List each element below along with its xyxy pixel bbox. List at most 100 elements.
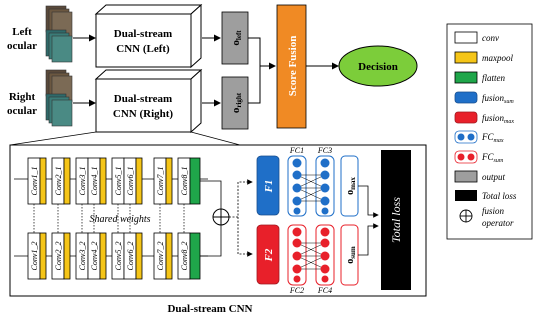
conv-block: Conv7_2 — [153, 232, 173, 280]
legend-label: fusion — [482, 206, 505, 216]
left-ocular-label-1: Left — [12, 26, 32, 38]
fc-max-layers — [287, 155, 335, 217]
legend-item-maxpool: maxpool — [454, 51, 513, 64]
conv-label: Conv4_2 — [90, 242, 99, 271]
legend-sub: max — [494, 138, 504, 144]
fc1-label: FC1 — [289, 146, 304, 155]
conv-label: Conv4_1 — [90, 167, 99, 196]
o-sum-box: osum — [340, 224, 359, 286]
o-max-main: o — [345, 190, 356, 195]
total-loss-box: Total loss — [381, 150, 411, 290]
conv-label: Conv7_1 — [156, 167, 165, 196]
conv-block: Conv8_2 — [177, 232, 201, 280]
stream-right-label-1: Dual-stream — [114, 93, 172, 105]
conv-block: Conv1_1 — [27, 157, 47, 205]
fc2-label: FC2 — [289, 286, 304, 295]
conv-block: Conv3_1 Conv4_1 — [75, 157, 107, 205]
legend-label: conv — [482, 33, 499, 43]
legend-item-fusion-operator: fusion operator — [459, 206, 514, 228]
legend-item-fusion-max: fusionmax — [454, 111, 514, 125]
decision-node: Decision — [338, 45, 418, 87]
legend-item-fc-max: FCmax — [454, 130, 504, 144]
output-right-label: oright — [230, 92, 243, 113]
conv-label: Conv6_2 — [126, 242, 135, 271]
stream-left-label-2: CNN (Left) — [116, 43, 170, 55]
conv-label: Conv7_2 — [156, 242, 165, 271]
conv-block: Conv8_1 — [177, 157, 201, 205]
right-ocular-label-2: ocular — [7, 105, 37, 117]
legend-item-total-loss: Total loss — [455, 190, 517, 201]
score-fusion-box: Score Fusion — [276, 4, 307, 129]
top-to-operator — [200, 180, 222, 209]
shared-weights-links — [33, 204, 185, 233]
o-max-label: omax — [345, 177, 357, 195]
legend-item-fusion-sum: fusionsum — [454, 91, 514, 105]
zoom-line-left — [9, 131, 97, 146]
o-sum-main: o — [345, 259, 356, 264]
o-max-box: omax — [340, 155, 359, 217]
conv-label: Conv3_1 — [78, 167, 87, 196]
legend-item-conv: conv — [454, 31, 499, 44]
omax-to-loss — [358, 185, 379, 218]
operator-branches — [229, 179, 253, 257]
output-right-box: oright — [221, 76, 249, 130]
osum-to-loss — [358, 223, 379, 256]
right-ocular-image-stack — [45, 69, 73, 127]
legend-main: FC — [481, 152, 494, 162]
f1-label: F1 — [263, 180, 275, 194]
legend-item-output: output — [454, 170, 506, 183]
fusion-operator-icon — [212, 208, 230, 226]
stream-left-label-1: Dual-stream — [114, 28, 172, 40]
legend-label: Total loss — [482, 191, 517, 201]
left-ocular-input: Left ocular — [7, 5, 73, 63]
conv-label: Conv8_1 — [180, 167, 189, 196]
fc4-label: FC4 — [317, 286, 332, 295]
right-ocular-input: Right ocular — [7, 69, 73, 127]
conv-label: Conv6_1 — [126, 167, 135, 196]
right-ocular-label-1: Right — [9, 91, 36, 103]
detail-caption: Dual-stream CNN — [167, 303, 252, 315]
legend-sub: sum — [504, 99, 514, 105]
conv-label: Conv2_1 — [54, 167, 63, 196]
o-max-sub: max — [349, 177, 357, 190]
total-loss-label: Total loss — [389, 197, 403, 243]
fc3-label: FC3 — [317, 146, 332, 155]
legend-label: output — [482, 172, 506, 182]
conv-label: Conv5_2 — [114, 242, 123, 271]
legend-item-flatten: flatten — [454, 71, 505, 84]
legend-label: flatten — [482, 73, 505, 83]
output-left-label: oleft — [230, 30, 243, 46]
legend-label: fusionsum — [482, 93, 514, 105]
conv-label: Conv1_1 — [30, 167, 39, 196]
legend-main: FC — [481, 132, 494, 142]
conv-label: Conv8_2 — [180, 242, 189, 271]
output-left-sub: left — [235, 30, 243, 40]
legend-main: fusion — [482, 93, 505, 103]
output-right-sub: right — [235, 92, 243, 107]
stream-right-box: Dual-stream CNN (Right) — [94, 68, 203, 134]
fc-sum-layers — [287, 224, 335, 286]
conv-label: Conv1_2 — [30, 242, 39, 271]
decision-label: Decision — [358, 61, 398, 73]
conv-label: Conv5_1 — [114, 167, 123, 196]
left-ocular-image-stack — [45, 5, 73, 63]
conv-label: Conv2_2 — [54, 242, 63, 271]
legend-label-2: operator — [482, 218, 514, 228]
legend-label: maxpool — [482, 53, 513, 63]
detail-panel: Conv1_1 Conv2_1 Conv3_1 Conv4_1 Conv5_1 … — [9, 144, 427, 297]
output-left-box: oleft — [221, 11, 249, 65]
arrow-out-right-fusion — [248, 66, 261, 104]
legend-sub: sum — [494, 158, 504, 164]
bottom-to-operator — [200, 225, 222, 257]
f2-block: F2 — [256, 224, 280, 285]
shared-weights-label: Shared weights — [89, 214, 150, 225]
legend-label: fusionmax — [482, 113, 514, 125]
conv-block: Conv2_2 — [51, 232, 71, 280]
conv-block: Conv5_1 Conv6_1 — [111, 157, 143, 205]
legend-label: FCmax — [481, 132, 504, 144]
output-right-main: o — [230, 107, 242, 113]
score-fusion-label: Score Fusion — [287, 36, 299, 97]
conv-block: Conv1_2 — [27, 232, 47, 280]
legend-sub: max — [504, 119, 514, 125]
legend-label: FCsum — [481, 152, 504, 164]
